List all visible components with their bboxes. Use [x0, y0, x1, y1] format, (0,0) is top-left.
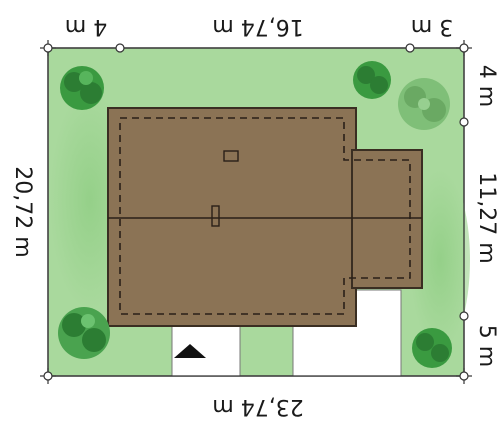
driveway-left	[171, 325, 241, 377]
dim-right-bottom: 5 m	[474, 325, 499, 367]
dim-top-middle: 16,74 m	[212, 14, 303, 39]
dim-top-left: 4 m	[65, 14, 107, 39]
chimney	[223, 150, 239, 162]
dim-bottom: 23,74 m	[212, 394, 303, 419]
house-wing-roof	[351, 149, 423, 289]
dim-right-middle: 11,27 m	[474, 172, 499, 263]
house-main-roof	[107, 107, 357, 327]
dim-top-right: 3 m	[411, 14, 453, 39]
tree-icon	[353, 61, 391, 99]
tree-icon	[398, 78, 450, 130]
tree-icon	[412, 328, 452, 368]
dim-right-top: 4 m	[474, 65, 499, 107]
lawn-shade	[410, 170, 470, 350]
entrance-arrow-icon	[174, 344, 206, 358]
chimney	[211, 205, 220, 227]
tree-icon	[58, 307, 110, 359]
dimension-lines	[40, 40, 472, 384]
house-walls-dashed	[119, 117, 411, 315]
tree-icon	[60, 66, 104, 110]
dim-left: 20,72 m	[10, 166, 35, 257]
